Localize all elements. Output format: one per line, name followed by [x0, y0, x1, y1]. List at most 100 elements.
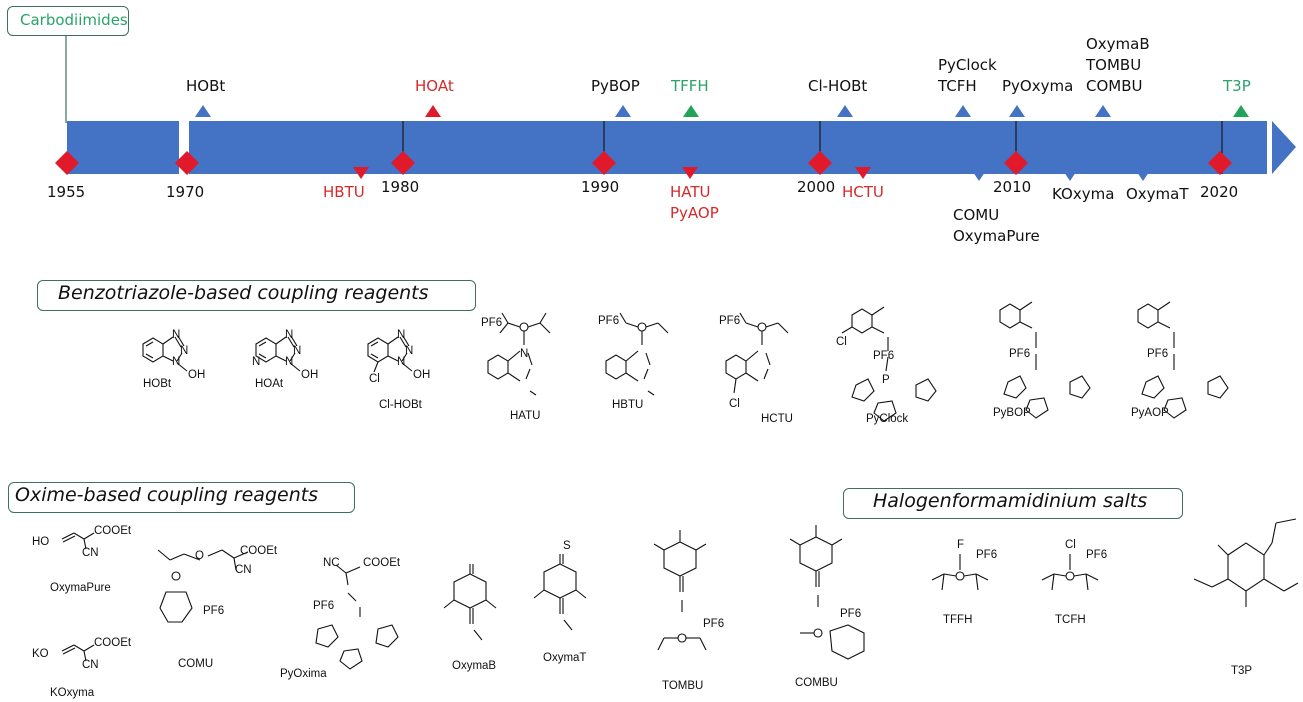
hobt-n2: N — [180, 345, 189, 357]
oxymapure-cn: CN — [82, 547, 99, 559]
marker-hoat — [425, 105, 441, 117]
hoat-oh: OH — [301, 369, 319, 381]
comu-cn: CN — [235, 564, 252, 576]
label-hatu-pyaop: HATU PyAOP — [670, 183, 719, 222]
year-2010: 2010 — [993, 178, 1032, 196]
label-koxyma: KOxyma — [1052, 185, 1115, 203]
label-oxymat: OxymaT — [1126, 185, 1189, 203]
tcfh-cl: Cl — [1065, 539, 1076, 551]
hatu-pf6: PF6 — [481, 317, 503, 329]
year-2000: 2000 — [797, 178, 836, 196]
oxymapure-name: OxymaPure — [50, 582, 111, 594]
combu-name: COMBU — [795, 677, 838, 689]
label-clhobt: Cl-HOBt — [808, 77, 868, 95]
label-t3p: T3P — [1223, 77, 1251, 95]
hctu-name: HCTU — [761, 413, 793, 425]
milestone-1970 — [175, 151, 199, 175]
koxyma-cn: CN — [82, 659, 99, 671]
oxymat-s: S — [563, 540, 571, 552]
oxymapure-ho: HO — [32, 536, 50, 548]
combu-structure — [789, 525, 865, 660]
combu-pf6: PF6 — [840, 608, 862, 620]
benzotriazole-title: Benzotriazole-based coupling reagents — [58, 282, 429, 304]
label-hoat: HOAt — [415, 77, 454, 95]
oxymapure-cooet: COOEt — [94, 525, 132, 537]
hobt-structure — [142, 335, 188, 372]
timeline-bar-segment-2 — [189, 121, 1267, 174]
carbodiimides-box — [7, 6, 129, 36]
clhobt-cl: Cl — [369, 373, 380, 385]
hbtu-structure — [605, 312, 669, 396]
label-hobt: HOBt — [186, 77, 226, 95]
tffh-f: F — [957, 539, 965, 551]
pyoxima-nc: NC — [323, 557, 340, 569]
pyoxima-pf6: PF6 — [313, 600, 335, 612]
t3p-structure — [1193, 518, 1299, 607]
oxymat-structure — [533, 554, 587, 631]
hoat-n3: N — [285, 356, 294, 368]
tombu-pf6: PF6 — [703, 618, 725, 630]
hobt-n3: N — [172, 356, 181, 368]
hbtu-pf6: PF6 — [598, 315, 620, 327]
tffh-name: TFFH — [943, 614, 973, 626]
tffh-pf6: PF6 — [976, 549, 998, 561]
milestone-2010 — [1004, 151, 1028, 175]
hctu-cl: Cl — [729, 398, 740, 410]
hoat-n-ring: N — [252, 356, 261, 368]
carbodiimides-label: Carbodiimides — [20, 11, 128, 29]
milestone-2000 — [808, 151, 832, 175]
hoat-name: HOAt — [255, 378, 284, 390]
year-1990: 1990 — [581, 178, 620, 196]
clhobt-name: Cl-HOBt — [379, 399, 422, 411]
year-2020: 2020 — [1200, 183, 1239, 201]
comu-name: COMU — [178, 658, 214, 670]
year-1980: 1980 — [381, 178, 420, 196]
tcfh-name: TCFH — [1055, 614, 1086, 626]
clhobt-structure — [367, 335, 413, 373]
marker-hbtu — [353, 167, 369, 179]
hobt-n1: N — [172, 329, 181, 341]
tffh-structure — [931, 554, 989, 591]
pyaop-pf6: PF6 — [1147, 348, 1169, 360]
hctu-structure — [725, 312, 789, 394]
label-pyclock-tcfh: PyClock TCFH — [938, 56, 997, 95]
hatu-structure — [487, 312, 551, 396]
hobt-name: HOBt — [143, 378, 172, 390]
hoat-structure — [255, 335, 301, 372]
label-pyoxyma: PyOxyma — [1002, 77, 1074, 95]
marker-t3p — [1233, 105, 1249, 117]
pyclock-p: P — [882, 374, 890, 386]
label-hctu: HCTU — [842, 183, 884, 201]
pyclock-structure — [841, 306, 937, 422]
marker-hatu — [682, 167, 698, 179]
marker-pyoxyma — [1009, 105, 1025, 117]
timeline — [55, 33, 1296, 181]
milestone-1990 — [592, 151, 616, 175]
tombu-name: TOMBU — [662, 680, 704, 692]
marker-oxymab — [1095, 105, 1111, 117]
marker-oxymat — [1135, 169, 1151, 181]
hoat-n1: N — [285, 329, 294, 341]
halogen-title: Halogenformamidinium salts — [873, 490, 1148, 512]
clhobt-oh: OH — [413, 369, 431, 381]
halogen-box — [843, 488, 1183, 519]
comu-o: O — [195, 550, 204, 562]
hctu-pf6: PF6 — [719, 315, 741, 327]
clhobt-n3: N — [397, 356, 406, 368]
marker-pyclock — [955, 105, 971, 117]
year-1955: 1955 — [47, 183, 86, 201]
comu-cooet: COOEt — [240, 545, 278, 557]
koxyma-structure — [61, 644, 95, 662]
clhobt-n2: N — [405, 345, 414, 357]
label-tffh: TFFH — [671, 77, 709, 95]
label-oxymab-group: OxymaB TOMBU COMBU — [1086, 35, 1150, 95]
milestone-1955 — [55, 151, 79, 175]
koxyma-name: KOxyma — [50, 687, 95, 699]
label-pybop: PyBOP — [591, 77, 640, 95]
pyclock-cl: Cl — [836, 336, 847, 348]
milestone-1980 — [391, 151, 415, 175]
tcfh-pf6: PF6 — [1086, 549, 1108, 561]
benzotriazole-box — [37, 280, 476, 311]
koxyma-ko: KO — [32, 648, 49, 660]
marker-hobt — [195, 105, 211, 117]
